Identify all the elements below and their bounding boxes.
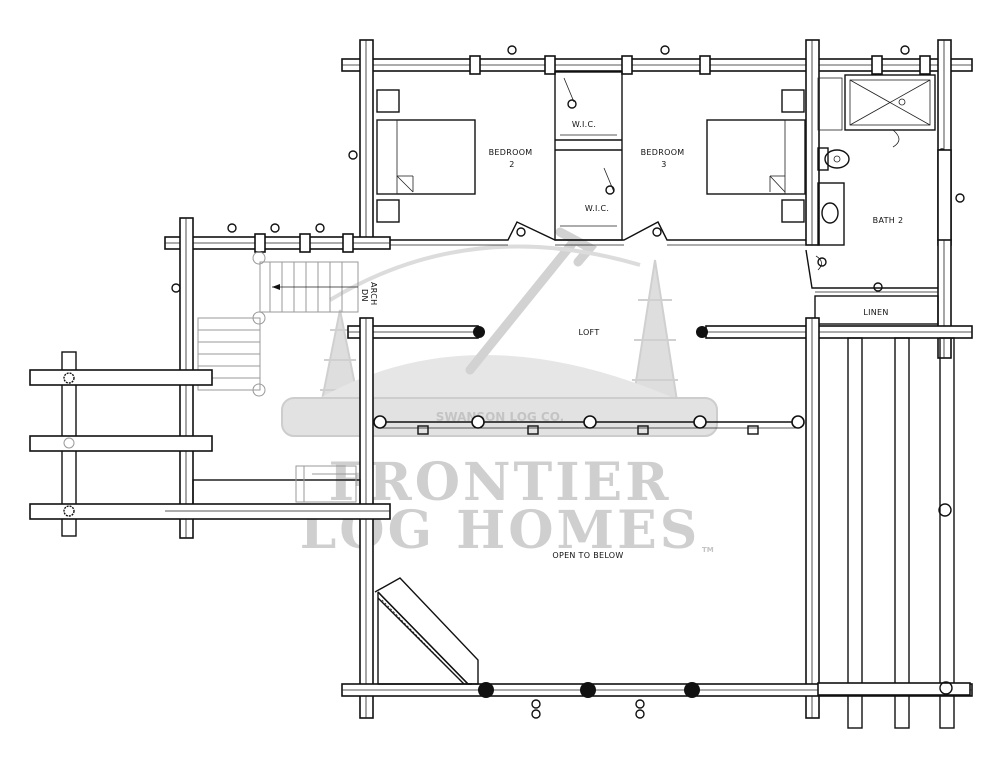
bed	[376, 119, 476, 195]
linen: LINEN	[814, 282, 939, 325]
room-label-wic-top: W.I.C.	[572, 120, 596, 129]
watermark-mountain	[300, 355, 700, 410]
watermark-banner-text: SWANSON LOG CO.	[436, 410, 564, 424]
watermark-axe	[465, 227, 598, 375]
closets: W.I.C. W.I.C.	[554, 71, 623, 241]
nightstand	[781, 89, 805, 113]
loft-wall: LOFT	[347, 325, 973, 339]
toilet-bowl	[824, 149, 850, 169]
bedroom-3: BEDROOM 3	[641, 89, 806, 223]
room-label-linen: LINEN	[863, 308, 888, 317]
watermark-log-banner	[281, 397, 718, 437]
left-deck	[29, 351, 391, 537]
toilet-tank	[817, 147, 829, 171]
room-label-open-to-below: OPEN TO BELOW	[552, 551, 623, 560]
post	[580, 682, 596, 698]
nightstand	[376, 199, 400, 223]
room-label-bedroom-2: BEDROOM 2	[489, 148, 536, 169]
post	[696, 326, 708, 338]
bedroom-2: BEDROOM 2	[376, 89, 536, 223]
watermark-line1: FRONTIER	[329, 452, 672, 513]
loft-railing	[373, 415, 805, 435]
watermark-tm: TM	[702, 546, 714, 554]
nightstand	[376, 89, 400, 113]
stair-dn-label: DN	[360, 289, 369, 302]
vanity	[817, 182, 845, 246]
bath-2: BATH 2	[817, 74, 952, 246]
room-label-bedroom-3: BEDROOM 3	[641, 148, 688, 169]
walls-lower: OPEN TO BELOW	[341, 317, 973, 719]
wall-top	[341, 45, 973, 75]
post	[473, 326, 485, 338]
post	[478, 682, 494, 698]
room-label-bath-2: BATH 2	[873, 216, 904, 225]
shower	[844, 74, 936, 131]
nightstand	[781, 199, 805, 223]
post	[684, 682, 700, 698]
watermark-tree-right	[628, 259, 682, 421]
loft-partition	[373, 221, 938, 289]
watermark-arc	[328, 244, 641, 302]
porch-logs	[817, 337, 971, 729]
stair-arch-label: ARCH	[369, 282, 378, 305]
room-label-loft: LOFT	[578, 328, 599, 337]
room-label-wic-bottom: W.I.C.	[585, 204, 609, 213]
bed	[706, 119, 806, 195]
lower-stair	[374, 577, 479, 685]
stair-area: DN ARCH	[164, 217, 391, 539]
